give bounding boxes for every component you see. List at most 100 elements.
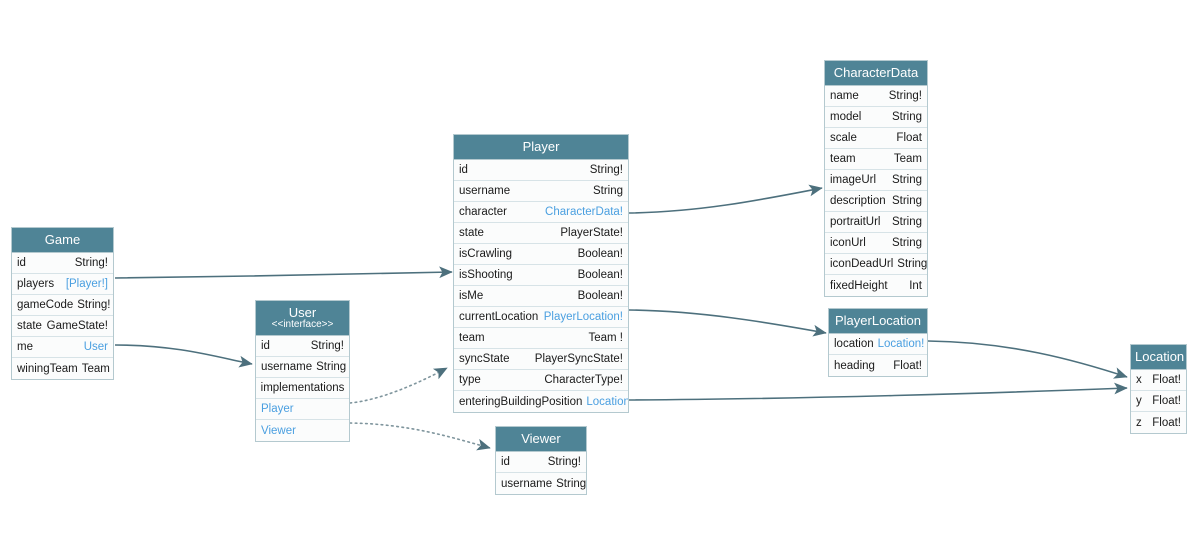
- table-row[interactable]: syncState PlayerSyncState!: [454, 349, 628, 370]
- table-row[interactable]: players [Player!]: [12, 274, 113, 295]
- entity-playerlocation[interactable]: PlayerLocation location Location! headin…: [828, 308, 928, 377]
- field-type: Float!: [1152, 395, 1181, 407]
- field-type: String: [891, 174, 922, 186]
- field-type: Boolean!: [577, 248, 623, 260]
- table-row[interactable]: username String: [496, 473, 586, 494]
- table-row[interactable]: username String: [454, 181, 628, 202]
- field-name: id: [17, 257, 26, 269]
- table-row[interactable]: enteringBuildingPosition Location: [454, 391, 628, 412]
- implementation-item-player[interactable]: Player: [256, 399, 349, 420]
- field-type: String!: [589, 164, 623, 176]
- table-row[interactable]: isMe Boolean!: [454, 286, 628, 307]
- edge-game-players-to-player: [114, 266, 453, 279]
- table-row[interactable]: x Float!: [1131, 370, 1186, 391]
- table-row[interactable]: winingTeam Team: [12, 358, 113, 379]
- field-type: String!: [310, 340, 344, 352]
- field-type[interactable]: CharacterData!: [545, 206, 623, 218]
- table-row[interactable]: id String!: [454, 160, 628, 181]
- table-row[interactable]: z Float!: [1131, 412, 1186, 433]
- field-type: String: [592, 185, 623, 197]
- field-name: winingTeam: [17, 362, 78, 375]
- table-row[interactable]: model String: [825, 107, 927, 128]
- table-row[interactable]: state PlayerState!: [454, 223, 628, 244]
- table-row[interactable]: location Location!: [829, 334, 927, 355]
- table-row[interactable]: description String: [825, 191, 927, 212]
- field-type: Float!: [1152, 374, 1181, 386]
- field-name: username: [459, 185, 511, 197]
- field-name: character: [459, 206, 507, 218]
- field-name: iconDeadUrl: [830, 258, 894, 270]
- table-row[interactable]: id String!: [496, 452, 586, 473]
- field-type: String: [891, 195, 922, 207]
- table-row[interactable]: isShooting Boolean!: [454, 265, 628, 286]
- entity-characterdata[interactable]: CharacterData name String! model String …: [824, 60, 928, 297]
- field-type: Float: [896, 132, 922, 144]
- table-row[interactable]: scale Float: [825, 128, 927, 149]
- implementation-item-viewer[interactable]: Viewer: [256, 420, 349, 441]
- table-row[interactable]: iconUrl String: [825, 233, 927, 254]
- field-type[interactable]: Location: [586, 395, 628, 408]
- table-row[interactable]: isCrawling Boolean!: [454, 244, 628, 265]
- field-name: id: [261, 340, 270, 352]
- table-row[interactable]: name String!: [825, 86, 927, 107]
- field-name: description: [830, 195, 886, 207]
- field-name: model: [830, 111, 862, 123]
- field-type: String!: [547, 456, 581, 468]
- table-row[interactable]: iconDeadUrl String: [825, 254, 927, 275]
- table-row[interactable]: state GameState!: [12, 316, 113, 337]
- table-row[interactable]: character CharacterData!: [454, 202, 628, 223]
- field-type: String: [897, 258, 927, 270]
- entity-location-title: Location: [1131, 345, 1186, 370]
- entity-viewer[interactable]: Viewer id String! username String: [495, 426, 587, 495]
- table-row[interactable]: fixedHeight Int: [825, 275, 927, 296]
- edge-game-me-to-user: [114, 344, 253, 368]
- field-type[interactable]: [Player!]: [65, 278, 108, 290]
- entity-user[interactable]: User <<interface>> id String! username S…: [255, 300, 350, 442]
- field-type: Float!: [893, 359, 922, 372]
- field-name: scale: [830, 132, 857, 144]
- field-type: Team !: [588, 332, 623, 344]
- table-row[interactable]: imageUrl String: [825, 170, 927, 191]
- table-row[interactable]: currentLocation PlayerLocation!: [454, 307, 628, 328]
- field-type[interactable]: Location!: [877, 338, 925, 350]
- field-name: players: [17, 278, 55, 290]
- field-name: isShooting: [459, 269, 513, 281]
- edge-user-player-impl-to-player: [349, 367, 448, 404]
- implementations-label: implementations: [260, 382, 345, 394]
- field-type: GameState!: [46, 320, 108, 332]
- field-type: String: [891, 111, 922, 123]
- table-row[interactable]: gameCode String!: [12, 295, 113, 316]
- field-type: CharacterType!: [544, 374, 623, 386]
- table-row[interactable]: id String!: [12, 253, 113, 274]
- entity-location[interactable]: Location x Float! y Float! z Float!: [1130, 344, 1187, 434]
- field-name: iconUrl: [830, 237, 866, 249]
- entity-player[interactable]: Player id String! username String charac…: [453, 134, 629, 413]
- field-name: username: [261, 361, 313, 373]
- entity-characterdata-title: CharacterData: [825, 61, 927, 86]
- field-name: isMe: [459, 290, 484, 302]
- field-name: y: [1136, 395, 1142, 407]
- field-name: state: [459, 227, 484, 239]
- field-name: currentLocation: [459, 311, 539, 323]
- field-name: z: [1136, 416, 1142, 429]
- field-name: isCrawling: [459, 248, 513, 260]
- field-type[interactable]: User: [83, 341, 108, 353]
- field-type: String: [316, 361, 347, 373]
- table-row[interactable]: team Team !: [454, 328, 628, 349]
- table-row[interactable]: portraitUrl String: [825, 212, 927, 233]
- field-name: fixedHeight: [830, 279, 888, 292]
- table-row[interactable]: y Float!: [1131, 391, 1186, 412]
- field-type: PlayerSyncState!: [534, 353, 623, 365]
- field-type: Boolean!: [577, 290, 623, 302]
- table-row[interactable]: id String!: [256, 336, 349, 357]
- field-type[interactable]: PlayerLocation!: [543, 311, 623, 323]
- table-row[interactable]: me User: [12, 337, 113, 358]
- table-row[interactable]: team Team: [825, 149, 927, 170]
- field-name: heading: [834, 359, 875, 372]
- field-name: name: [830, 90, 859, 102]
- table-row[interactable]: username String: [256, 357, 349, 378]
- table-row[interactable]: type CharacterType!: [454, 370, 628, 391]
- entity-game[interactable]: Game id String! players [Player!] gameCo…: [11, 227, 114, 380]
- field-name: x: [1136, 374, 1142, 386]
- table-row[interactable]: heading Float!: [829, 355, 927, 376]
